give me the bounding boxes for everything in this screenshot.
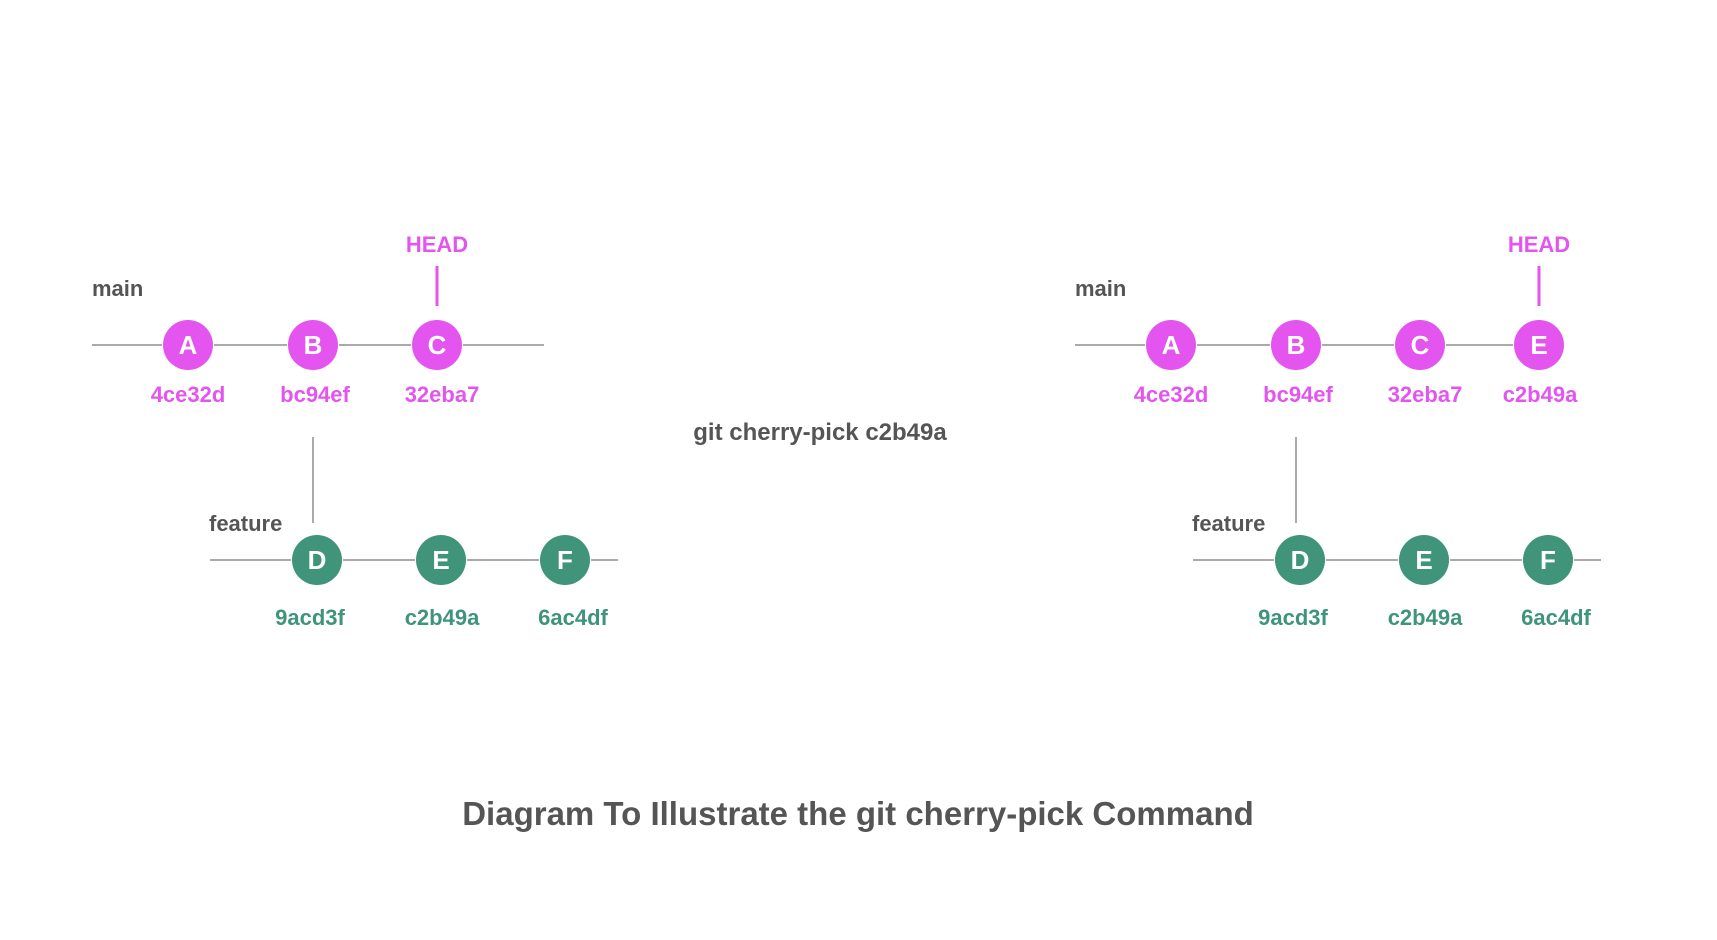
commit-node-circle bbox=[1523, 535, 1573, 585]
commit-hash: 32eba7 bbox=[405, 382, 480, 407]
commit-hash: 4ce32d bbox=[151, 382, 226, 407]
commit-node: F bbox=[540, 535, 590, 585]
branch-label-feature: feature bbox=[209, 511, 282, 536]
commit-letter: B bbox=[304, 330, 323, 360]
commit-node: A bbox=[1146, 320, 1196, 370]
branch-label-feature: feature bbox=[1192, 511, 1265, 536]
commit-hash: bc94ef bbox=[280, 382, 350, 407]
commit-hash: bc94ef bbox=[1263, 382, 1333, 407]
commit-hash: c2b49a bbox=[405, 605, 480, 630]
commit-hash: 4ce32d bbox=[1134, 382, 1209, 407]
commit-node: D bbox=[292, 535, 342, 585]
commit-letter: D bbox=[308, 545, 327, 575]
commit-letter: D bbox=[1291, 545, 1310, 575]
head-label: HEAD bbox=[1508, 232, 1570, 257]
commit-node: E bbox=[1399, 535, 1449, 585]
commit-node: D bbox=[1275, 535, 1325, 585]
commit-node: C bbox=[412, 320, 462, 370]
command-label: git cherry-pick c2b49a bbox=[693, 419, 947, 446]
commit-node-circle bbox=[540, 535, 590, 585]
head-label: HEAD bbox=[406, 232, 468, 257]
commit-letter: F bbox=[1540, 545, 1556, 575]
commit-letter: F bbox=[557, 545, 573, 575]
commit-node-circle bbox=[163, 320, 213, 370]
commit-node: E bbox=[416, 535, 466, 585]
commit-letter: B bbox=[1287, 330, 1306, 360]
commit-hash: c2b49a bbox=[1388, 605, 1463, 630]
branch-label-main: main bbox=[92, 276, 143, 301]
commit-node-circle bbox=[288, 320, 338, 370]
commit-hash: 6ac4df bbox=[538, 605, 608, 630]
commit-letter: C bbox=[428, 330, 447, 360]
commit-node: F bbox=[1523, 535, 1573, 585]
commit-node-circle bbox=[1514, 320, 1564, 370]
cherry-picked-commit-node: E bbox=[1514, 320, 1564, 370]
commit-node-circle bbox=[1146, 320, 1196, 370]
commit-letter: A bbox=[179, 330, 198, 360]
commit-letter: E bbox=[1415, 545, 1432, 575]
commit-node-circle bbox=[1395, 320, 1445, 370]
commit-node-circle bbox=[416, 535, 466, 585]
commit-letter: A bbox=[1162, 330, 1181, 360]
commit-node-circle bbox=[1399, 535, 1449, 585]
branch-label-main: main bbox=[1075, 276, 1126, 301]
commit-node: C bbox=[1395, 320, 1445, 370]
commit-hash: c2b49a bbox=[1503, 382, 1578, 407]
commit-hash: 9acd3f bbox=[275, 605, 345, 630]
commit-node: B bbox=[288, 320, 338, 370]
commit-letter: E bbox=[432, 545, 449, 575]
commit-letter: E bbox=[1530, 330, 1547, 360]
before-graph: main feature HEAD A B C 4ce32d bc94ef 32… bbox=[92, 232, 618, 630]
commit-hash: 9acd3f bbox=[1258, 605, 1328, 630]
commit-node: B bbox=[1271, 320, 1321, 370]
commit-node: A bbox=[163, 320, 213, 370]
commit-hash: 6ac4df bbox=[1521, 605, 1591, 630]
commit-node-circle bbox=[412, 320, 462, 370]
after-graph: main feature HEAD A B C E 4ce32d bc94ef … bbox=[1075, 232, 1601, 630]
diagram-caption: Diagram To Illustrate the git cherry-pic… bbox=[462, 795, 1254, 832]
commit-node-circle bbox=[292, 535, 342, 585]
commit-node-circle bbox=[1275, 535, 1325, 585]
commit-letter: C bbox=[1411, 330, 1430, 360]
commit-node-circle bbox=[1271, 320, 1321, 370]
commit-hash: 32eba7 bbox=[1388, 382, 1463, 407]
